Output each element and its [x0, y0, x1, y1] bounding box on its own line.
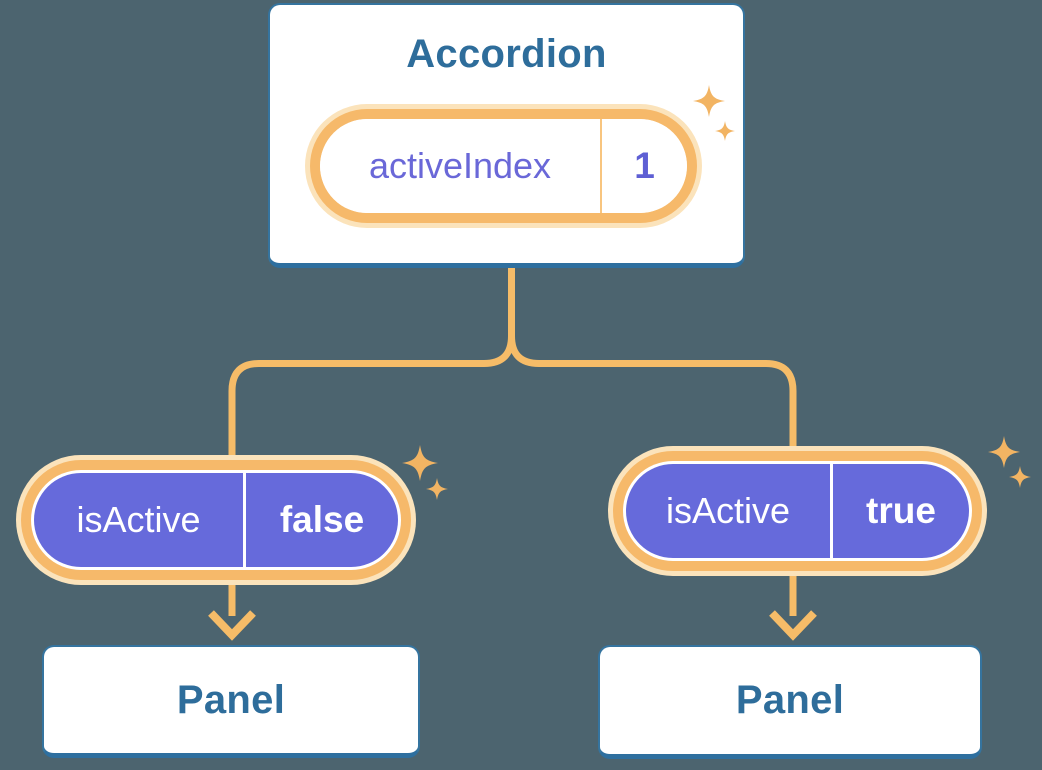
- arrow-down-icon: [769, 610, 817, 641]
- arrow-down-icon: [208, 610, 256, 641]
- accordion-title: Accordion: [406, 32, 607, 76]
- pill-divider: [243, 473, 246, 567]
- prop-pill-value: true: [866, 490, 936, 531]
- prop-pill: isActive true: [608, 446, 987, 576]
- prop-pill: isActive false: [16, 455, 416, 585]
- pill-divider: [600, 119, 602, 213]
- panel-title: Panel: [176, 677, 286, 722]
- state-pill-value: 1: [634, 145, 655, 186]
- prop-pill-label: isActive: [665, 490, 791, 531]
- state-pill-ring: activeIndex 1: [310, 109, 697, 223]
- prop-pill-ring: isActive true: [613, 451, 982, 571]
- prop-pill-value: false: [279, 499, 365, 540]
- panel-card: Panel: [598, 645, 982, 759]
- prop-pill-ring: isActive false: [21, 460, 411, 580]
- pill-divider: [830, 464, 833, 558]
- state-pill-label: activeIndex: [368, 145, 552, 186]
- panel-card: Panel: [42, 645, 420, 758]
- state-pill: activeIndex 1: [305, 104, 702, 228]
- accordion-card: Accordion activeIndex 1: [268, 3, 745, 268]
- sparkle-icon: [988, 436, 1031, 488]
- prop-pill-label: isActive: [76, 499, 201, 540]
- panel-title: Panel: [735, 678, 845, 722]
